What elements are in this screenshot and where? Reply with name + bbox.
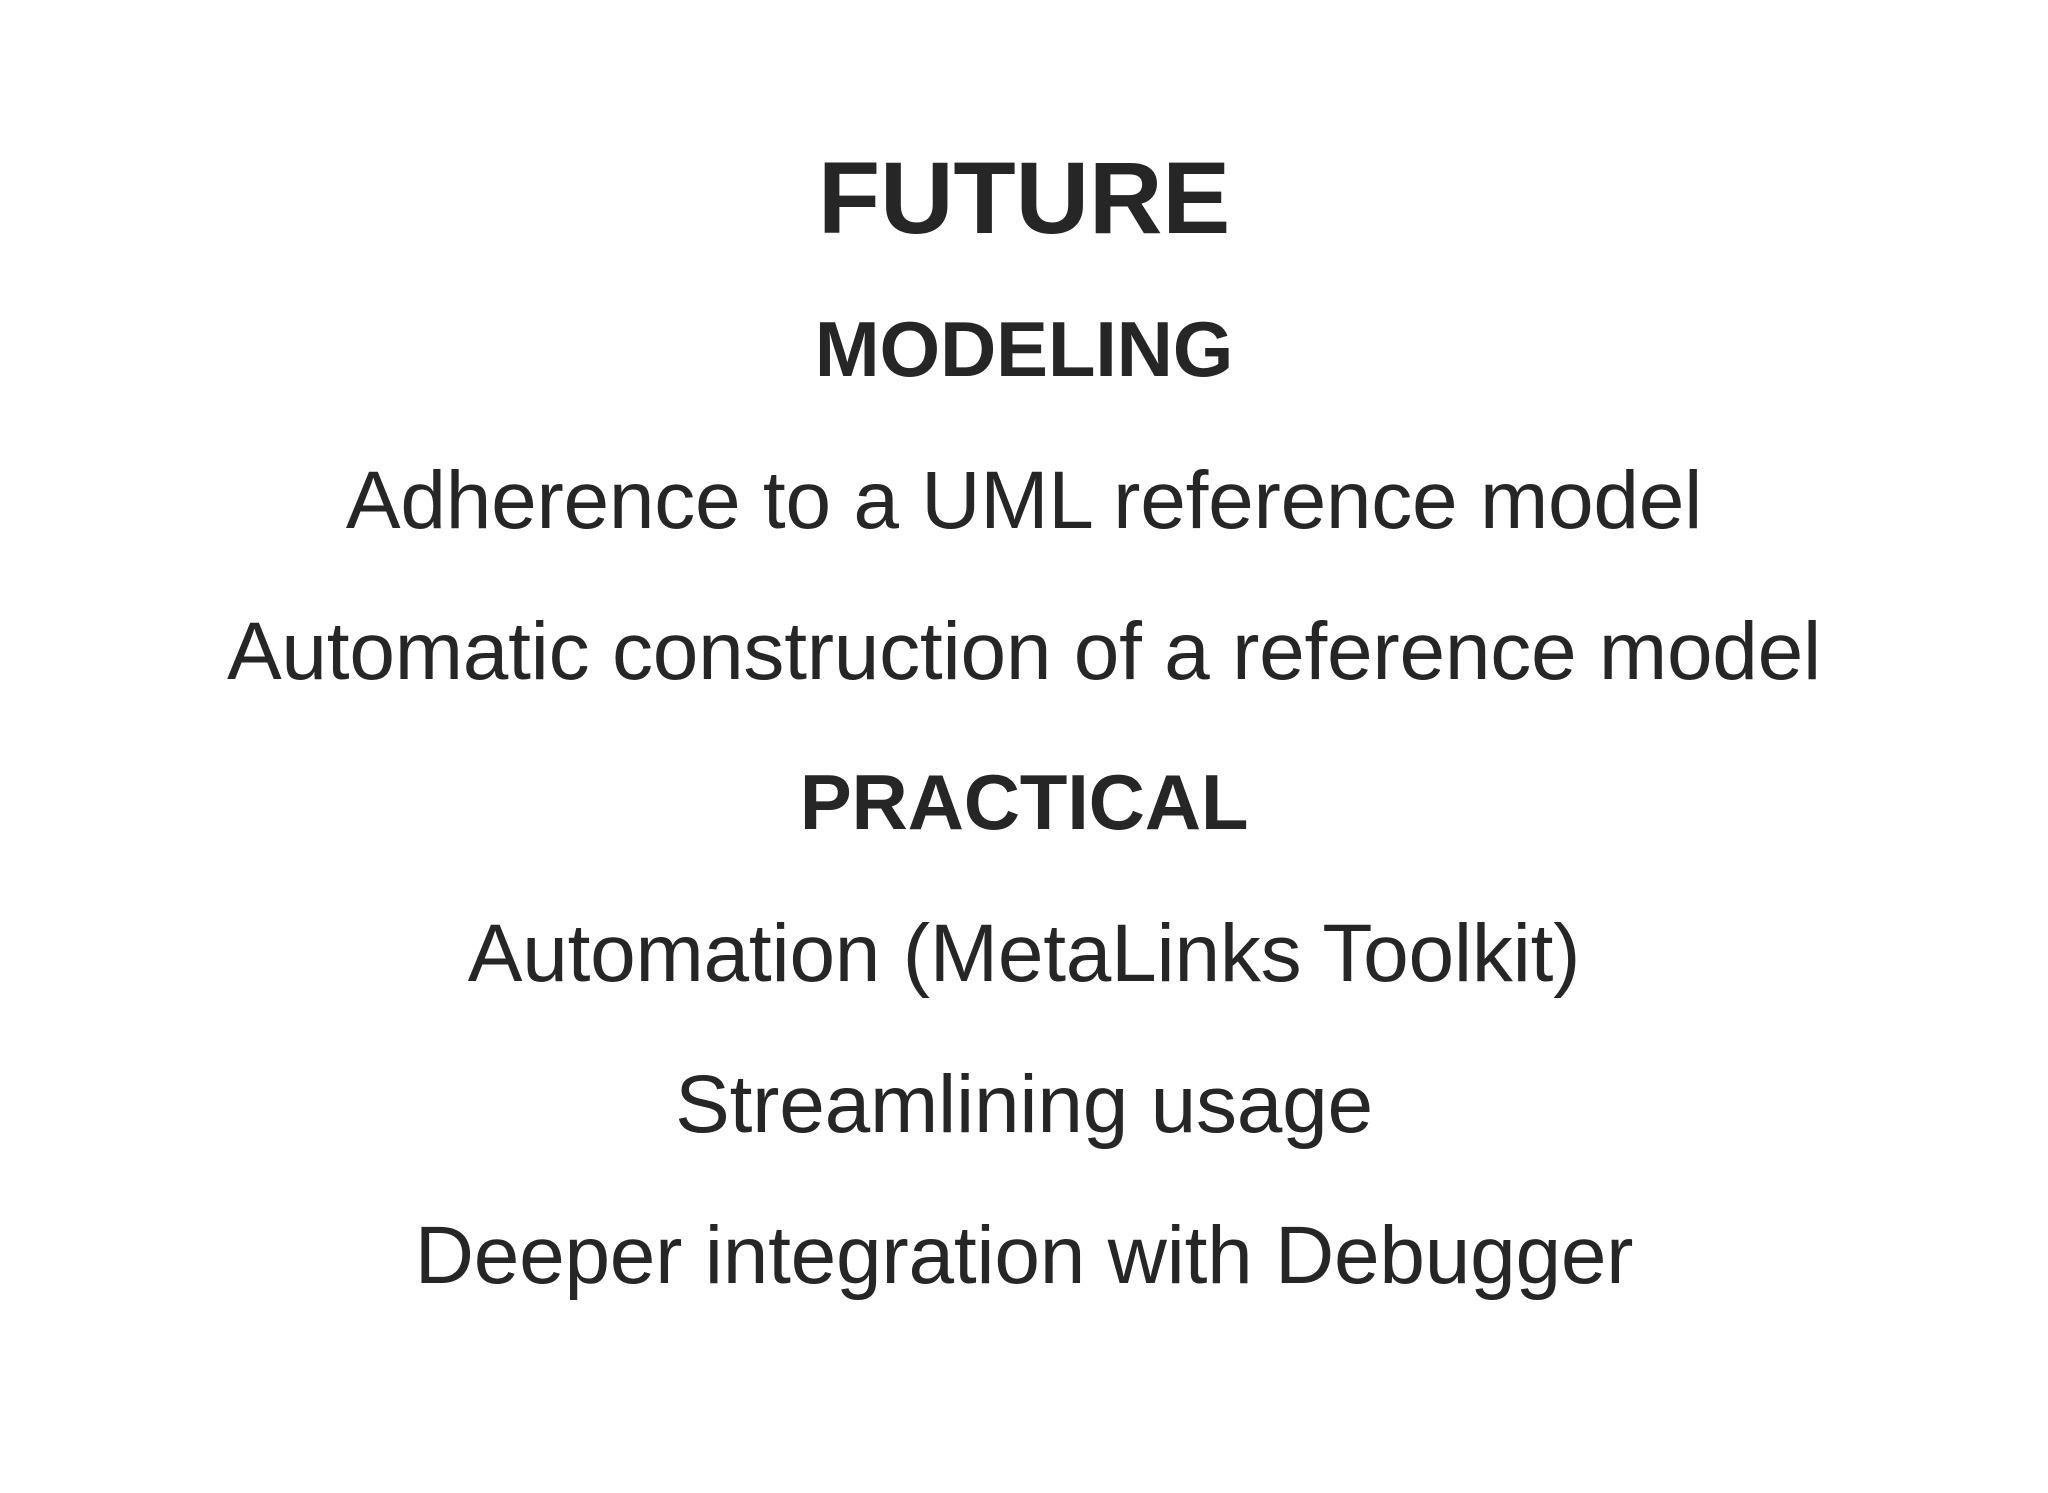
slide-line-automatic-construction: Automatic construction of a reference mo… <box>226 606 1822 697</box>
slide-line-streamlining-usage: Streamlining usage <box>675 1059 1373 1150</box>
section-heading-practical: PRACTICAL <box>799 758 1249 846</box>
slide-line-uml-reference: Adherence to a UML reference model <box>345 455 1703 546</box>
slide-title: FUTURE <box>817 141 1231 255</box>
slide-line-debugger-integration: Deeper integration with Debugger <box>414 1210 1634 1301</box>
section-heading-modeling: MODELING <box>814 305 1234 393</box>
slide-line-automation-toolkit: Automation (MetaLinks Toolkit) <box>467 908 1581 999</box>
